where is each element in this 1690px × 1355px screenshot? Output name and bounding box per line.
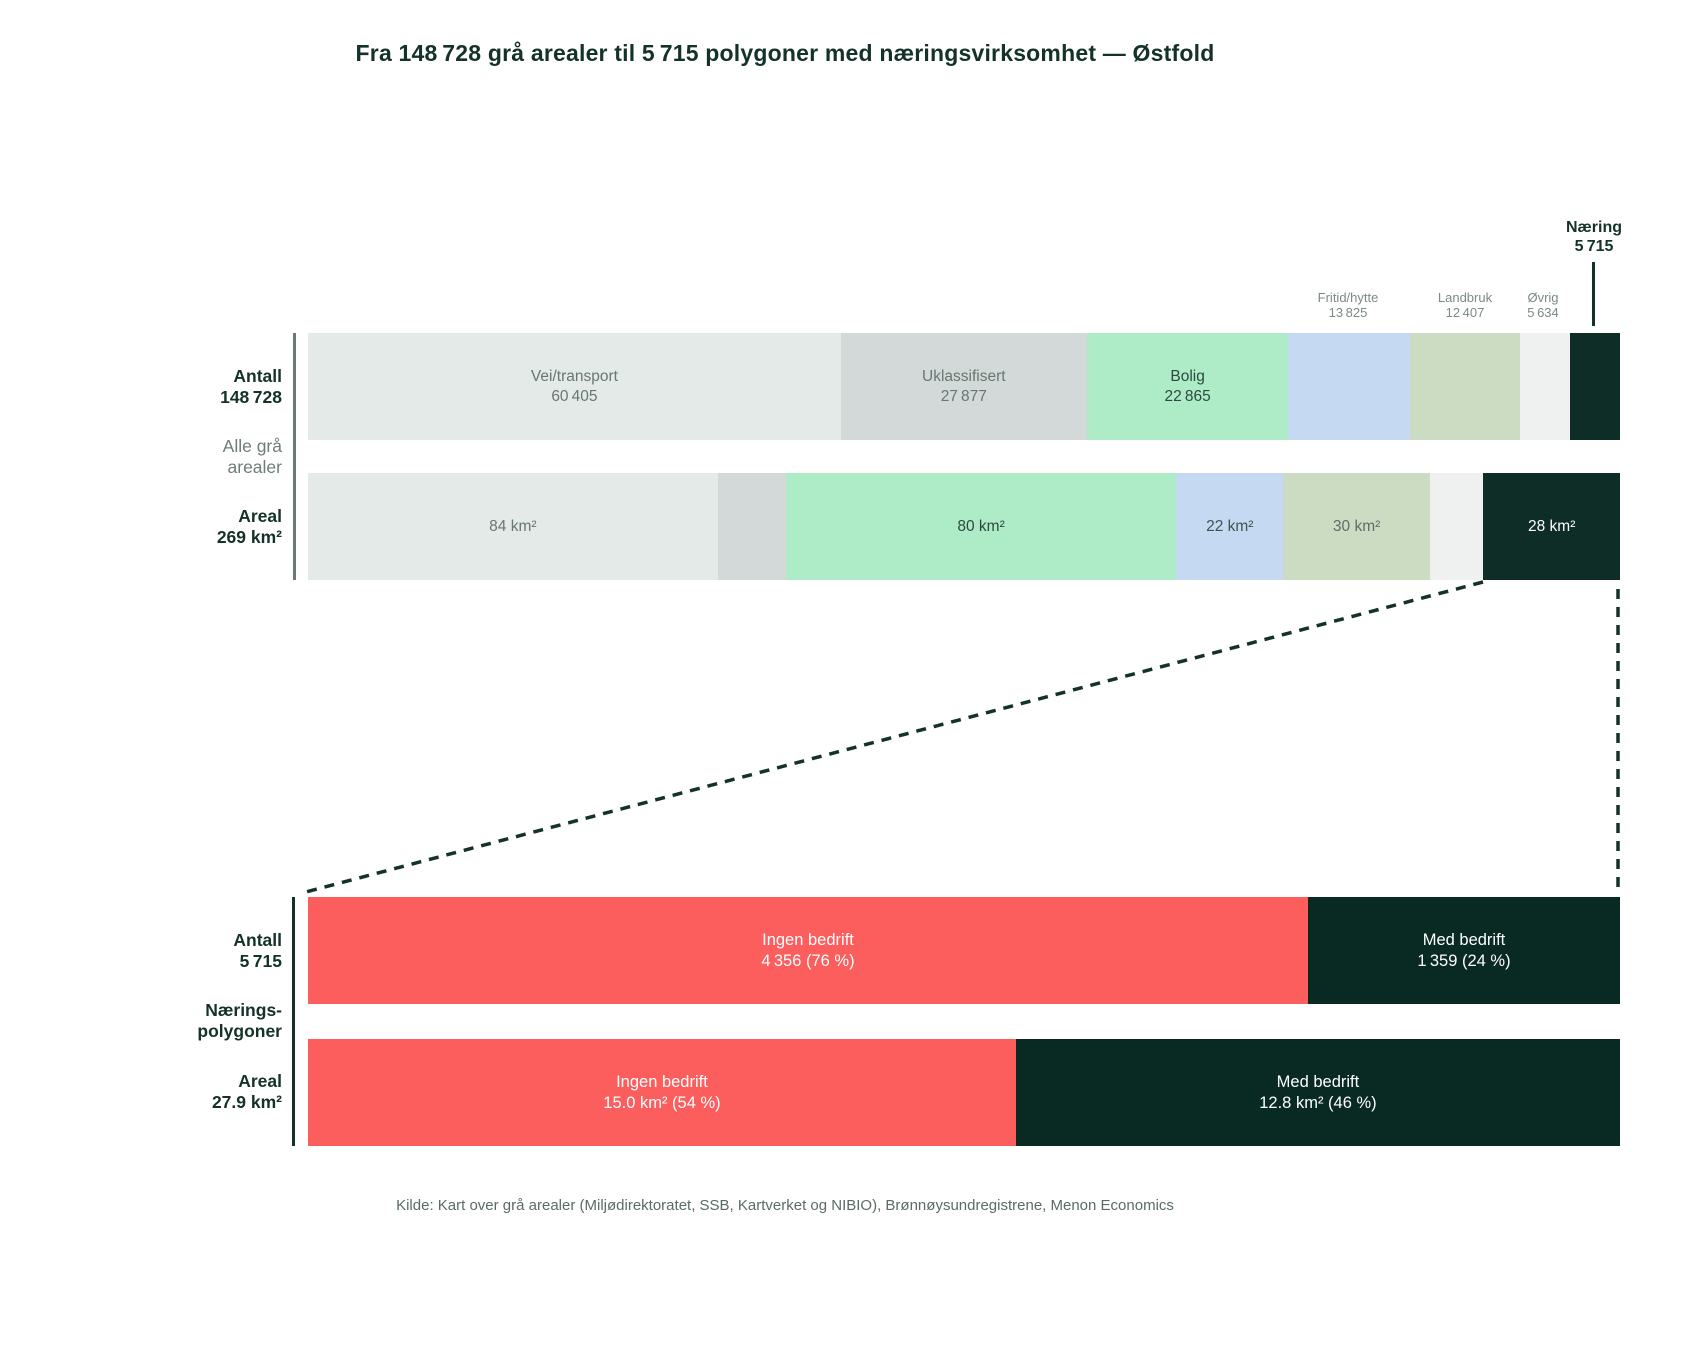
segment-label: 84 km² [489, 517, 537, 535]
axis-label-areal-naering-value: 27.9 km² [211, 1092, 282, 1112]
axis-label-areal: Areal [238, 506, 282, 526]
segment-n-ring: 28 km² [1483, 473, 1620, 580]
segment-landbruk: 30 km² [1283, 473, 1430, 580]
segment-uklassifisert [717, 473, 786, 580]
segment-bolig: 80 km² [785, 473, 1177, 580]
chart-title: Fra 148 728 grå arealer til 5 715 polygo… [355, 40, 1215, 66]
axis-label-areal-naering-total: Areal 27.9 km² [0, 1071, 282, 1113]
axis-label-antall-naering-total: Antall 5 715 [0, 930, 282, 972]
axis-label-antall-naering: Antall [233, 930, 282, 950]
segment-label: 30 km² [1332, 517, 1381, 535]
source-note: Kilde: Kart over grå arealer (Miljødirek… [396, 1197, 1174, 1214]
landbruk-annotation-value: 12 407 [1445, 305, 1485, 320]
naering-annotation-value: 5 715 [1574, 238, 1614, 255]
ovrig-annotation-value: 5 634 [1527, 305, 1559, 320]
axis-label-areal-value: 269 km² [216, 527, 282, 547]
naering-tick-line [1592, 262, 1595, 326]
segment-landbruk [1410, 333, 1520, 440]
segment-label: 80 km² [957, 517, 1005, 535]
segment-fritid-hytte: 22 km² [1176, 473, 1284, 580]
bottom-axis-line [292, 897, 295, 1146]
bar-areal-alle-gra-arealer: 84 km² 80 km² 22 km² 30 km² 28 km² [308, 473, 1620, 580]
axis-label-antall-value: 148 728 [220, 387, 282, 407]
ovrig-annotation-name: Øvrig [1527, 290, 1559, 305]
segment--vrig [1429, 473, 1484, 580]
segment-vei-transport: 84 km² [308, 473, 718, 580]
fritid-hytte-annotation-name: Fritid/hytte [1317, 290, 1379, 305]
segment--vrig [1519, 333, 1570, 440]
segment-n-ring [1569, 333, 1620, 440]
naering-annotation-name: Næring [1566, 219, 1622, 236]
axis-label-antall-naering-value: 5 715 [239, 951, 282, 971]
connector-diagonal-line [301, 580, 1484, 895]
segment-label: 28 km² [1527, 517, 1576, 535]
segment-fritid-hytte [1288, 333, 1411, 440]
axis-label-antall-total: Antall 148 728 [0, 366, 282, 408]
group-label-naeringspolygoner: Nærings- polygoner [197, 1000, 282, 1041]
segment-label: 22 km² [1206, 517, 1254, 535]
top-axis-line [293, 333, 296, 580]
fritid-hytte-annotation: Fritid/hytte 13 825 [1273, 290, 1423, 320]
axis-label-areal-total: Areal 269 km² [0, 506, 282, 548]
axis-label-antall: Antall [233, 366, 282, 386]
axis-label-areal-naering: Areal [238, 1071, 282, 1091]
landbruk-annotation: Landbruk 12 407 [1390, 290, 1540, 320]
group-label-alle-gra-arealer: Alle grå arealer [222, 436, 282, 477]
naering-annotation: Næring 5 715 [1519, 218, 1669, 256]
ovrig-annotation: Øvrig 5 634 [1468, 290, 1618, 320]
landbruk-annotation-name: Landbruk [1437, 290, 1493, 305]
fritid-hytte-annotation-value: 13 825 [1328, 305, 1368, 320]
